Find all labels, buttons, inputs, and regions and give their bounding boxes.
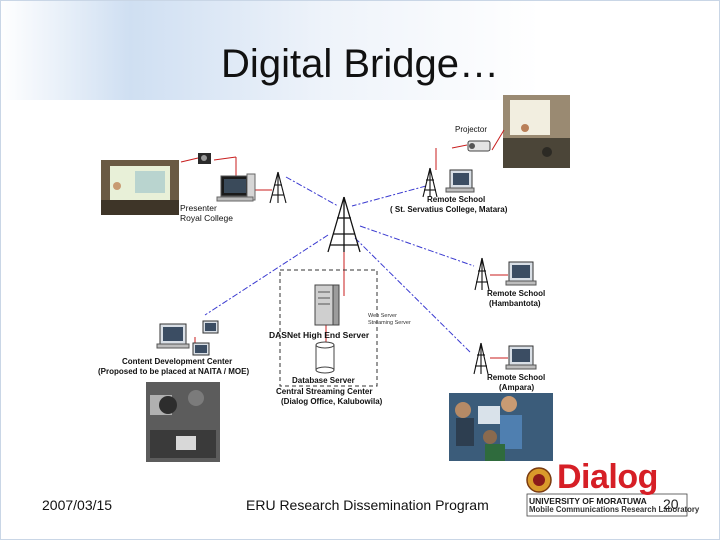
matara-tower-icon (422, 167, 438, 198)
matara-computer-icon (445, 169, 475, 193)
streaming-server-label: Streaming Server (368, 320, 411, 326)
logo-frame (526, 493, 688, 517)
footer-program: ERU Research Dissemination Program (246, 497, 489, 513)
wireless-links (204, 176, 475, 353)
title-band (0, 0, 720, 100)
remote-school-3-label: Remote School (487, 373, 545, 382)
remote-classroom-photo (503, 95, 570, 168)
central-center-location-label: (Dialog Office, Kalubowila) (281, 397, 383, 406)
dasnet-server-label: DASNet High End Server (269, 330, 370, 340)
remote-school-2-sub-label: (Hambantota) (489, 299, 541, 308)
camera-icon (198, 153, 211, 164)
slide-title: Digital Bridge… (221, 42, 499, 86)
presenter-photo (101, 160, 179, 215)
content-center-label: Content Development Center (122, 357, 232, 366)
central-tower-icon (327, 196, 361, 253)
presenter-computer-icon (216, 173, 256, 202)
page-number: 20 (663, 496, 679, 512)
presenter-tower-icon (269, 171, 287, 204)
projector-icon (467, 140, 491, 152)
university-crest-icon (526, 467, 552, 493)
projector-label: Projector (455, 125, 487, 134)
remote-school-1-sub-label: ( St. Servatius College, Matara) (390, 205, 508, 214)
database-icon (315, 341, 335, 374)
logo-university-text: UNIVERSITY OF MORATUWA (529, 496, 647, 506)
web-server-icon (314, 284, 340, 326)
logo-lab-text: Mobile Communications Research Laborator… (529, 505, 700, 514)
content-center-location-label: (Proposed to be placed at NAITA / MOE) (98, 367, 249, 376)
presenter-college-label: Royal College (180, 213, 233, 223)
footer-date: 2007/03/15 (42, 497, 113, 513)
database-server-label: Database Server (292, 376, 355, 385)
central-streaming-box (279, 269, 378, 387)
content-computer-2-icon (192, 320, 219, 356)
remote-school-2-label: Remote School (487, 289, 545, 298)
web-server-label: Web Server (368, 313, 397, 319)
dialog-logo-text: Dialog (557, 458, 658, 496)
content-center-photo (146, 382, 220, 462)
content-computer-1-icon (156, 323, 190, 349)
red-links (180, 129, 508, 359)
ampara-tower-icon (473, 342, 489, 375)
hambantota-tower-icon (474, 257, 490, 291)
hambantota-computer-icon (505, 261, 537, 286)
presenter-label: Presenter (180, 203, 217, 213)
ampara-computer-icon (505, 345, 537, 370)
ampara-students-photo (449, 393, 553, 461)
remote-school-3-sub-label: (Ampara) (499, 383, 534, 392)
central-center-label: Central Streaming Center (276, 387, 372, 396)
remote-school-1-label: Remote School (427, 195, 485, 204)
